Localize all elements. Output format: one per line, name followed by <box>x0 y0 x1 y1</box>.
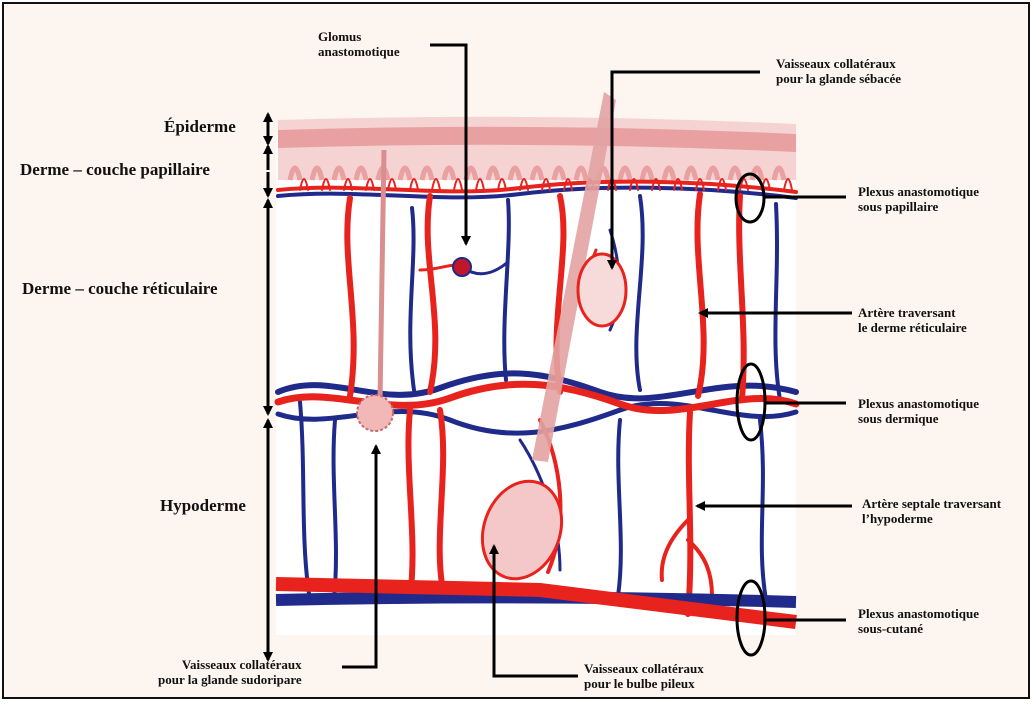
label-plexus-dermique: Plexus anastomotique sous dermique <box>858 397 979 427</box>
vein-branch <box>334 420 336 598</box>
label-artere-reticulaire-line2: le derme réticulaire <box>858 321 967 336</box>
label-plexus-papillaire-line1: Plexus anastomotique <box>858 185 979 200</box>
label-vaisseaux-sebacee-line2: pour la glande sébacée <box>776 72 901 87</box>
label-glomus: Glomus anastomotique <box>318 30 400 60</box>
label-artere-reticulaire-line1: Artère traversant <box>858 306 967 321</box>
label-papillaire: Derme – couche papillaire <box>20 160 210 180</box>
label-artere-reticulaire: Artère traversant le derme réticulaire <box>858 306 967 336</box>
label-glomus-line2: anastomotique <box>318 45 400 60</box>
label-plexus-papillaire: Plexus anastomotique sous papillaire <box>858 185 979 215</box>
label-reticulaire: Derme – couche réticulaire <box>22 279 218 299</box>
skin-illustration <box>276 92 796 635</box>
label-plexus-cutane-line2: sous-cutané <box>858 622 979 637</box>
label-epiderme: Épiderme <box>164 117 236 137</box>
label-vaisseaux-bulbe: Vaisseaux collatéraux pour le bulbe pile… <box>584 662 704 692</box>
label-vaisseaux-sudoripare-line2: pour la glande sudoripare <box>158 673 302 688</box>
label-plexus-cutane-line1: Plexus anastomotique <box>858 607 979 622</box>
glomus-body <box>453 258 471 276</box>
label-artere-septale-line1: Artère septale traversant <box>862 497 1001 512</box>
subcutaneous-vein-band <box>276 597 796 602</box>
label-artere-septale-line2: l’hypoderme <box>862 512 1001 527</box>
label-plexus-dermique-line2: sous dermique <box>858 412 979 427</box>
label-plexus-dermique-line1: Plexus anastomotique <box>858 397 979 412</box>
label-plexus-papillaire-line2: sous papillaire <box>858 200 979 215</box>
label-hypoderme: Hypoderme <box>160 496 246 516</box>
label-artere-septale: Artère septale traversant l’hypoderme <box>862 497 1001 527</box>
sebaceous-gland <box>578 254 626 326</box>
label-vaisseaux-sebacee: Vaisseaux collatéraux pour la glande séb… <box>776 57 901 87</box>
label-vaisseaux-sebacee-line1: Vaisseaux collatéraux <box>776 57 901 72</box>
label-vaisseaux-sudoripare: Vaisseaux collatéraux pour la glande sud… <box>158 658 302 688</box>
label-vaisseaux-bulbe-line1: Vaisseaux collatéraux <box>584 662 704 677</box>
label-vaisseaux-sudoripare-line1: Vaisseaux collatéraux <box>158 658 302 673</box>
vein-branch <box>618 420 621 596</box>
label-plexus-cutane: Plexus anastomotique sous-cutané <box>858 607 979 637</box>
label-vaisseaux-bulbe-line2: pour le bulbe pileux <box>584 677 704 692</box>
artery-branch <box>688 412 690 614</box>
label-glomus-line1: Glomus <box>318 30 400 45</box>
sweat-gland <box>357 395 393 431</box>
